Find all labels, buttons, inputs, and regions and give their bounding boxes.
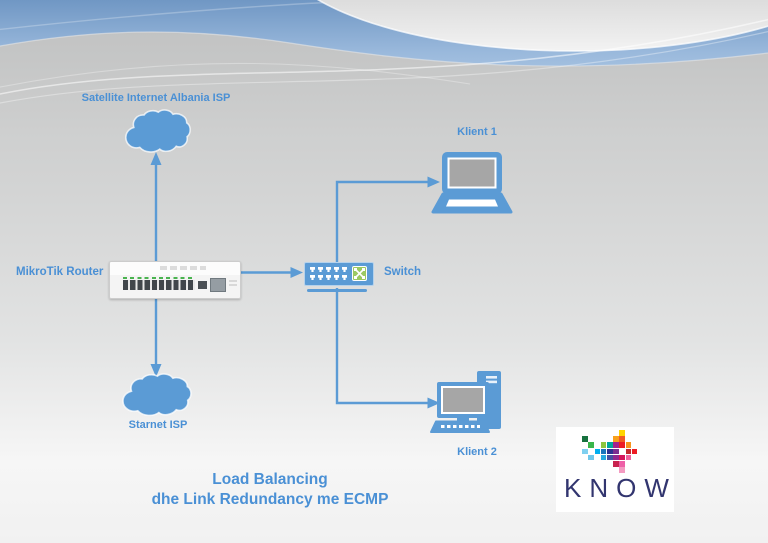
connector-switch-klient1 <box>335 176 440 262</box>
diagram-title-line1: Load Balancing <box>212 471 328 488</box>
satellite-isp-label: Satellite Internet Albania ISP <box>81 92 231 104</box>
know-logo: KNOW <box>556 427 674 512</box>
connector-router-switch <box>239 267 303 278</box>
starnet-isp-label: Starnet ISP <box>128 419 188 431</box>
router-led-row <box>123 277 195 279</box>
connector-router-starnet <box>150 296 162 377</box>
router-model-print <box>229 280 237 287</box>
crossconnect-icon <box>352 266 367 281</box>
switch-base-bar <box>307 289 367 292</box>
desktop-icon <box>430 371 501 433</box>
router-lcd-screen <box>210 278 226 292</box>
mikrotik-router-label: MikroTik Router <box>16 266 104 278</box>
connector-router-satellite <box>150 152 162 262</box>
switch-port-row <box>310 267 350 272</box>
klient2-label: Klient 2 <box>457 446 497 458</box>
cloud-satellite-icon <box>125 109 191 153</box>
mikrotik-router-image <box>109 261 241 299</box>
switch-label: Switch <box>384 266 422 278</box>
router-sfp-port <box>198 281 207 289</box>
cloud-starnet-icon <box>122 373 192 417</box>
diagram-title-line2: dhe Link Redundancy me ECMP <box>151 491 389 508</box>
router-top-print <box>160 266 206 270</box>
ellipse-highlight <box>317 0 768 52</box>
logo-text: KNOW <box>564 473 677 503</box>
switch-icon <box>304 262 374 286</box>
background-wave <box>0 0 768 140</box>
connector-switch-klient2 <box>335 288 440 409</box>
switch-port-row <box>310 275 350 280</box>
router-ethernet-ports <box>123 280 195 290</box>
diagram-title: Load Balancing dhe Link Redundancy me EC… <box>120 470 420 510</box>
gray-wave <box>0 31 768 140</box>
logo-arrow-icon <box>576 430 640 474</box>
klient1-label: Klient 1 <box>457 126 497 138</box>
laptop-icon <box>431 152 513 214</box>
